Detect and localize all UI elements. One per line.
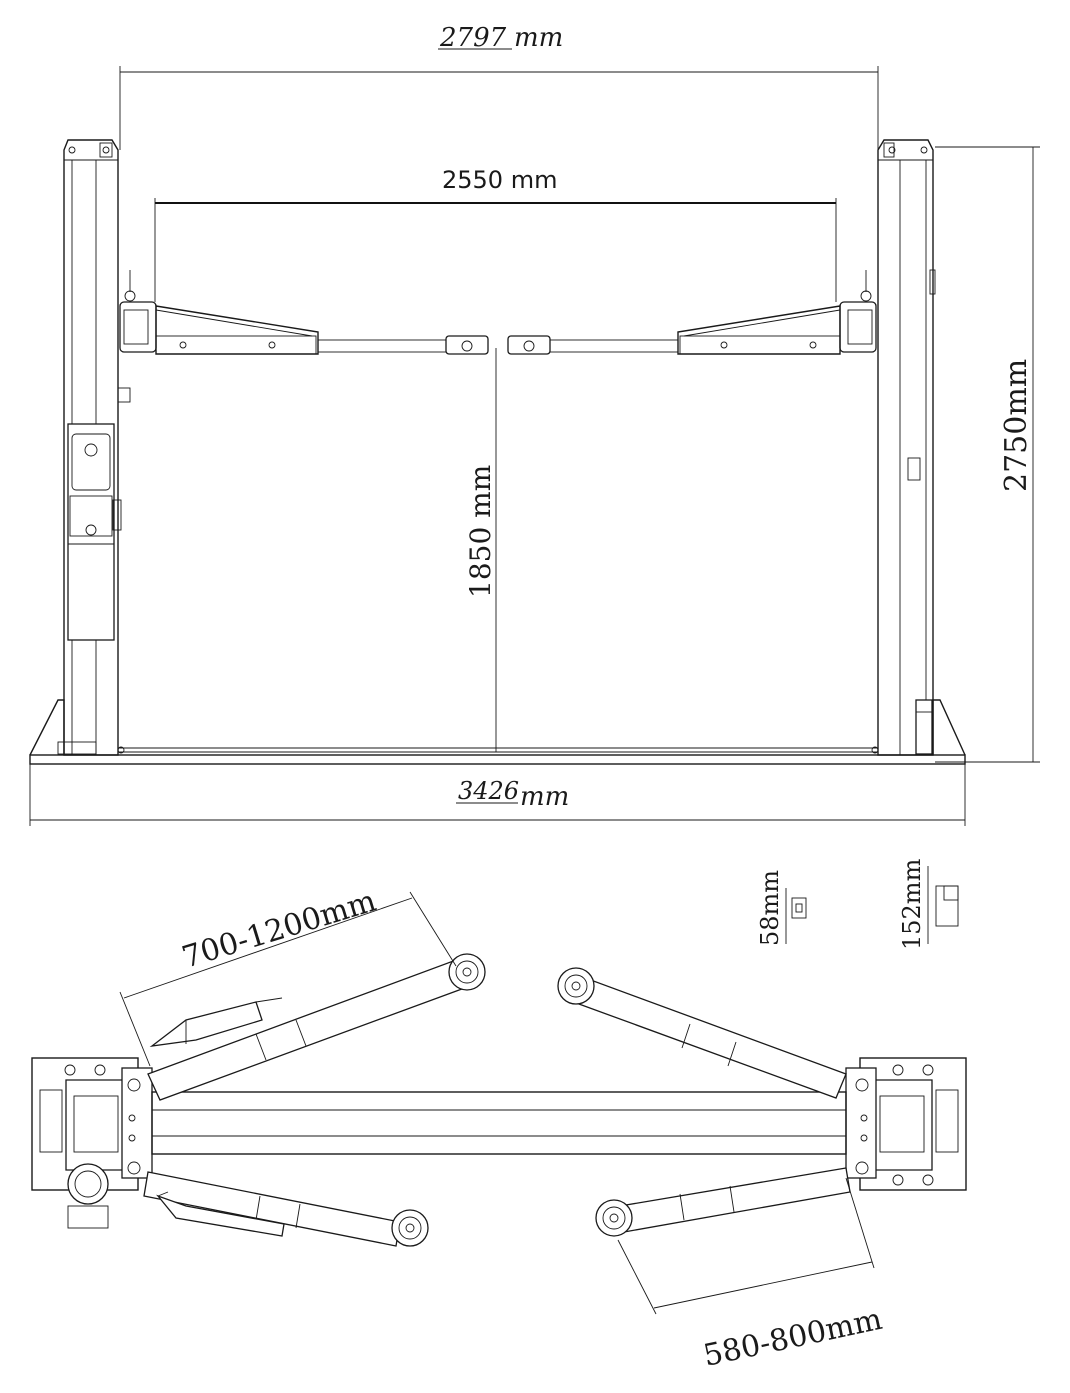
lower-right-arm [595,1167,851,1237]
right-base-block [845,1057,967,1191]
base-width-value: 3426 [458,777,519,805]
top-view: 700-1200mm 580-800mm 58mm 152mm [31,858,967,1374]
left-lifting-arm [119,270,489,355]
inner-width-dimension: 2550 mm [154,166,837,302]
pad-adapter-low: 58mm [756,870,807,946]
overall-width-value: 2797 [439,23,507,53]
lift-height-dimension: 1850 mm [464,348,497,752]
short-arm-range-label: 580-800mm [700,1302,885,1374]
left-base-block [31,1057,153,1229]
right-post [877,139,936,756]
long-arm-range-label: 700-1200mm [178,884,380,976]
pad-high-label: 152mm [898,858,926,950]
lower-left-arm [143,1171,429,1247]
overall-height-label: 2750mm [999,359,1034,492]
base-width-unit: mm [520,782,569,812]
overall-width-unit: mm [514,23,563,53]
right-lifting-arm [507,270,877,355]
cross-beam [151,1091,847,1155]
overall-height-dimension: 2750mm [935,146,1040,763]
inner-width-label: 2550 mm [442,166,557,194]
base-plate [29,699,966,765]
pad-adapter-high: 152mm [898,858,959,950]
upper-left-arm [147,953,486,1101]
pad-low-label: 58mm [756,870,784,946]
front-view: 2797 mm 2750mm [29,23,1040,826]
overall-width-dimension: 2797 mm [119,23,879,150]
left-post [57,139,131,756]
upper-right-arm [557,967,847,1099]
lift-height-label: 1850 mm [464,465,497,598]
base-width-dimension: 3426 mm [29,764,966,826]
